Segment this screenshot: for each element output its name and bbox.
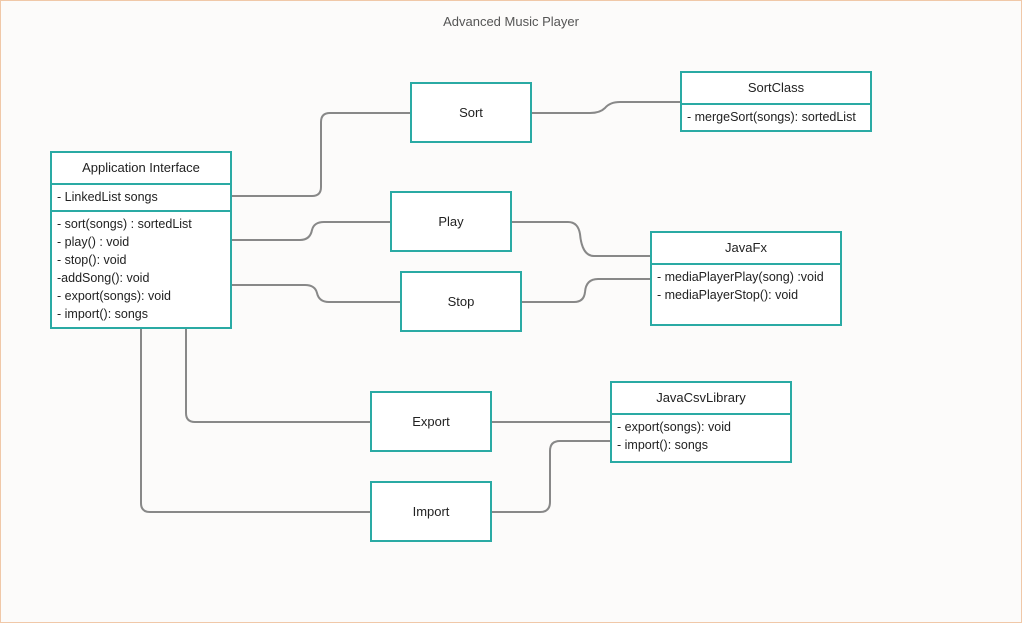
method-play: - play() : void <box>57 235 130 249</box>
method-import: - import(): songs <box>57 307 148 321</box>
connector-app-stop <box>231 284 401 303</box>
javafx-methods: - mediaPlayerPlay(song) :void - mediaPla… <box>652 265 840 308</box>
sort-node[interactable]: Sort <box>410 82 532 143</box>
play-node[interactable]: Play <box>390 191 512 252</box>
export-node[interactable]: Export <box>370 391 492 452</box>
connector-sort-sortclass <box>531 101 681 114</box>
method-sort: - sort(songs) : sortedList <box>57 217 192 231</box>
connector-stop-javafx <box>521 278 651 303</box>
connector-app-import <box>140 328 371 513</box>
application-interface-class[interactable]: Application Interface - LinkedList songs… <box>50 151 232 329</box>
javafx-class[interactable]: JavaFx - mediaPlayerPlay(song) :void - m… <box>650 231 842 326</box>
javafx-name: JavaFx <box>652 233 840 265</box>
application-interface-methods: - sort(songs) : sortedList - play() : vo… <box>52 210 230 327</box>
connector-import-csv <box>491 440 611 513</box>
sortclass-class[interactable]: SortClass - mergeSort(songs): sortedList <box>680 71 872 132</box>
method-merge-sort: - mergeSort(songs): sortedList <box>687 110 856 124</box>
method-csv-import: - import(): songs <box>617 438 708 452</box>
sortclass-name: SortClass <box>682 73 870 105</box>
method-stop: - stop(): void <box>57 253 127 267</box>
method-add-song: -addSong(): void <box>57 271 150 285</box>
stop-node[interactable]: Stop <box>400 271 522 332</box>
javacsvlibrary-name: JavaCsvLibrary <box>612 383 790 415</box>
connector-app-export <box>185 328 371 423</box>
connector-play-javafx <box>511 221 651 257</box>
diagram-title: Advanced Music Player <box>443 14 579 29</box>
connector-app-play <box>231 221 391 241</box>
attribute-linkedlist-songs: - LinkedList songs <box>57 190 158 204</box>
import-node[interactable]: Import <box>370 481 492 542</box>
javacsvlibrary-methods: - export(songs): void - import(): songs <box>612 415 790 458</box>
application-interface-attributes: - LinkedList songs <box>52 185 230 210</box>
method-media-player-stop: - mediaPlayerStop(): void <box>657 288 799 302</box>
method-media-player-play: - mediaPlayerPlay(song) :void <box>657 270 824 284</box>
method-export: - export(songs): void <box>57 289 171 303</box>
connector-app-sort <box>231 112 411 197</box>
sortclass-methods: - mergeSort(songs): sortedList <box>682 105 870 130</box>
application-interface-name: Application Interface <box>52 153 230 185</box>
method-csv-export: - export(songs): void <box>617 420 731 434</box>
javacsvlibrary-class[interactable]: JavaCsvLibrary - export(songs): void - i… <box>610 381 792 463</box>
